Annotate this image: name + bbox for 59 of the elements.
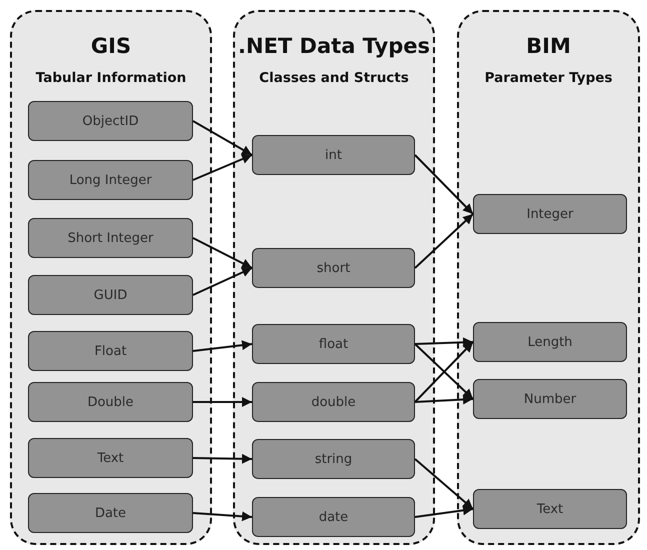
arrow	[414, 394, 474, 404]
arrow	[192, 154, 252, 181]
type-box	[252, 439, 415, 479]
arrow	[414, 505, 474, 518]
type-box	[28, 275, 193, 315]
type-label: Long Integer	[69, 172, 152, 188]
type-label: Text	[97, 450, 124, 466]
arrow	[192, 120, 252, 156]
type-label: Number	[524, 392, 576, 406]
type-box	[252, 248, 415, 288]
type-box	[252, 497, 415, 537]
arrow	[192, 340, 252, 352]
type-label: Integer	[526, 206, 574, 222]
type-box	[28, 493, 193, 533]
type-box	[28, 331, 193, 371]
type-label: date	[318, 510, 348, 524]
group-panel	[233, 10, 435, 545]
panel-subtitle: Tabular Information	[34, 70, 188, 86]
type-label: GUID	[94, 288, 128, 302]
arrow	[192, 454, 252, 464]
type-label: short	[316, 260, 350, 276]
type-label: Text	[536, 502, 564, 516]
arrow	[192, 267, 252, 296]
type-label: string	[314, 452, 352, 466]
type-box	[28, 101, 193, 141]
type-label: double	[311, 394, 356, 410]
arrow	[193, 397, 252, 407]
group-panel	[10, 10, 212, 545]
panel-title: GIS	[90, 34, 132, 58]
type-box	[473, 379, 627, 419]
type-label: Length	[528, 334, 572, 350]
panel-title: .NET Data Types	[237, 34, 431, 58]
type-box	[28, 160, 193, 200]
type-label: Double	[87, 394, 134, 410]
type-label: int	[325, 148, 342, 162]
panel-title: BIM	[525, 34, 572, 58]
arrow	[192, 237, 252, 269]
type-box	[473, 322, 627, 362]
arrow	[414, 154, 474, 215]
type-label: Float	[94, 344, 127, 358]
arrow	[414, 458, 474, 510]
type-box	[473, 194, 627, 234]
type-box	[252, 324, 415, 364]
type-label: float	[318, 336, 348, 352]
type-box	[28, 218, 193, 258]
type-label: ObjectID	[82, 114, 139, 128]
type-box	[252, 135, 415, 175]
type-box	[252, 382, 415, 422]
arrow	[414, 337, 474, 348]
type-label: Short Integer	[68, 230, 154, 246]
type-box	[28, 382, 193, 422]
type-box	[28, 438, 193, 478]
panel-subtitle: Classes and Structs	[258, 70, 410, 86]
type-box	[473, 489, 627, 529]
group-panel	[457, 10, 640, 545]
panel-subtitle: Parameter Types	[484, 70, 614, 86]
arrow	[414, 213, 474, 269]
arrow	[192, 511, 252, 522]
type-label: Date	[94, 506, 126, 520]
